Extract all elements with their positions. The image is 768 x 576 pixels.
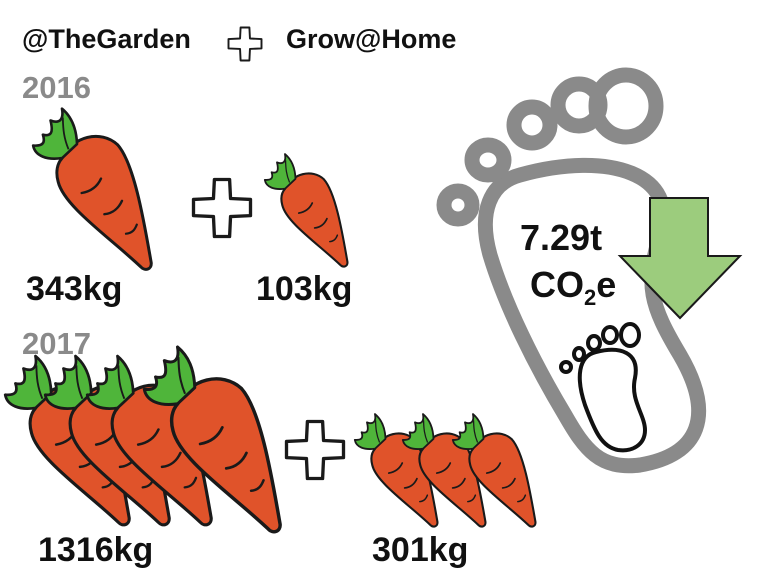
carrot-icon — [257, 142, 371, 280]
co2-unit: CO2e — [530, 264, 616, 311]
co2-unit-suffix: e — [596, 264, 617, 305]
down-arrow-icon — [617, 197, 743, 320]
garden-2017-amount: 1316kg — [38, 531, 154, 569]
home-2016-amount: 103kg — [256, 270, 353, 308]
header-grow-home-label: Grow@Home — [286, 24, 457, 54]
year-2016-label: 2016 — [22, 70, 91, 105]
small-footprint-icon — [559, 322, 648, 453]
co2-unit-main: CO — [530, 264, 584, 305]
plus-icon — [284, 419, 346, 481]
co2-unit-subscript: 2 — [584, 285, 597, 311]
plus-icon — [191, 177, 253, 239]
header-plus-icon — [227, 26, 263, 62]
carrot-icon — [22, 92, 184, 289]
header-garden-label: @TheGarden — [22, 24, 191, 54]
year-2017-label: 2017 — [22, 326, 91, 361]
home-2017-amount: 301kg — [372, 531, 469, 569]
co2-value: 7.29t — [520, 217, 603, 258]
garden-2016-amount: 343kg — [26, 270, 123, 308]
